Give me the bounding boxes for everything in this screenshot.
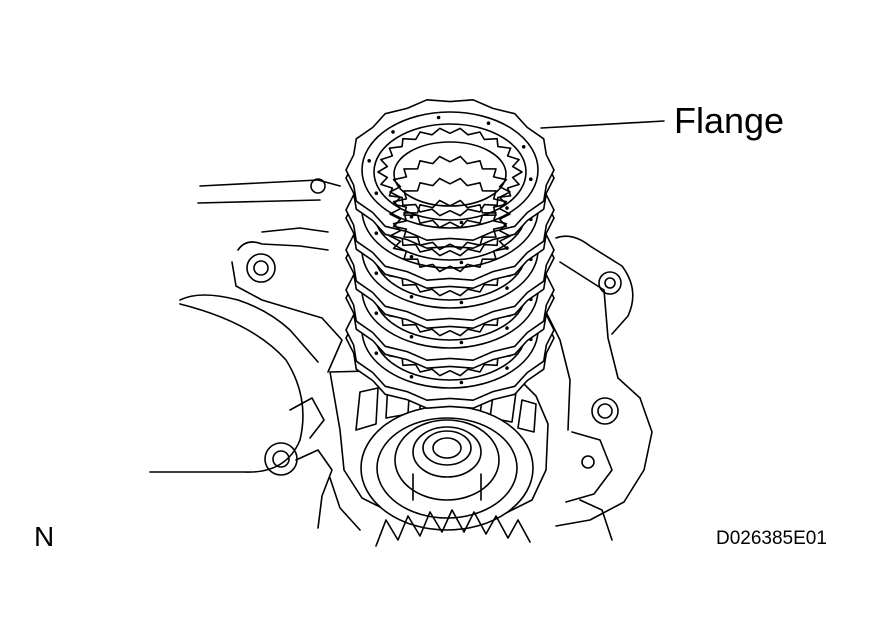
inner-spline-ring: [389, 199, 511, 273]
clutch-plate: [345, 99, 555, 249]
flange-callout-label: Flange: [674, 100, 785, 141]
inner-spline-ring: [389, 177, 511, 251]
transmission-case: [149, 178, 653, 541]
inner-spline-ring: [389, 155, 511, 229]
figure-code: D026385E01: [716, 528, 827, 549]
flange-leader-line: [540, 120, 665, 129]
view-label: N: [34, 521, 55, 552]
clutch-plate-stack: [345, 99, 555, 409]
clutch-drum-assembly: [329, 369, 549, 547]
